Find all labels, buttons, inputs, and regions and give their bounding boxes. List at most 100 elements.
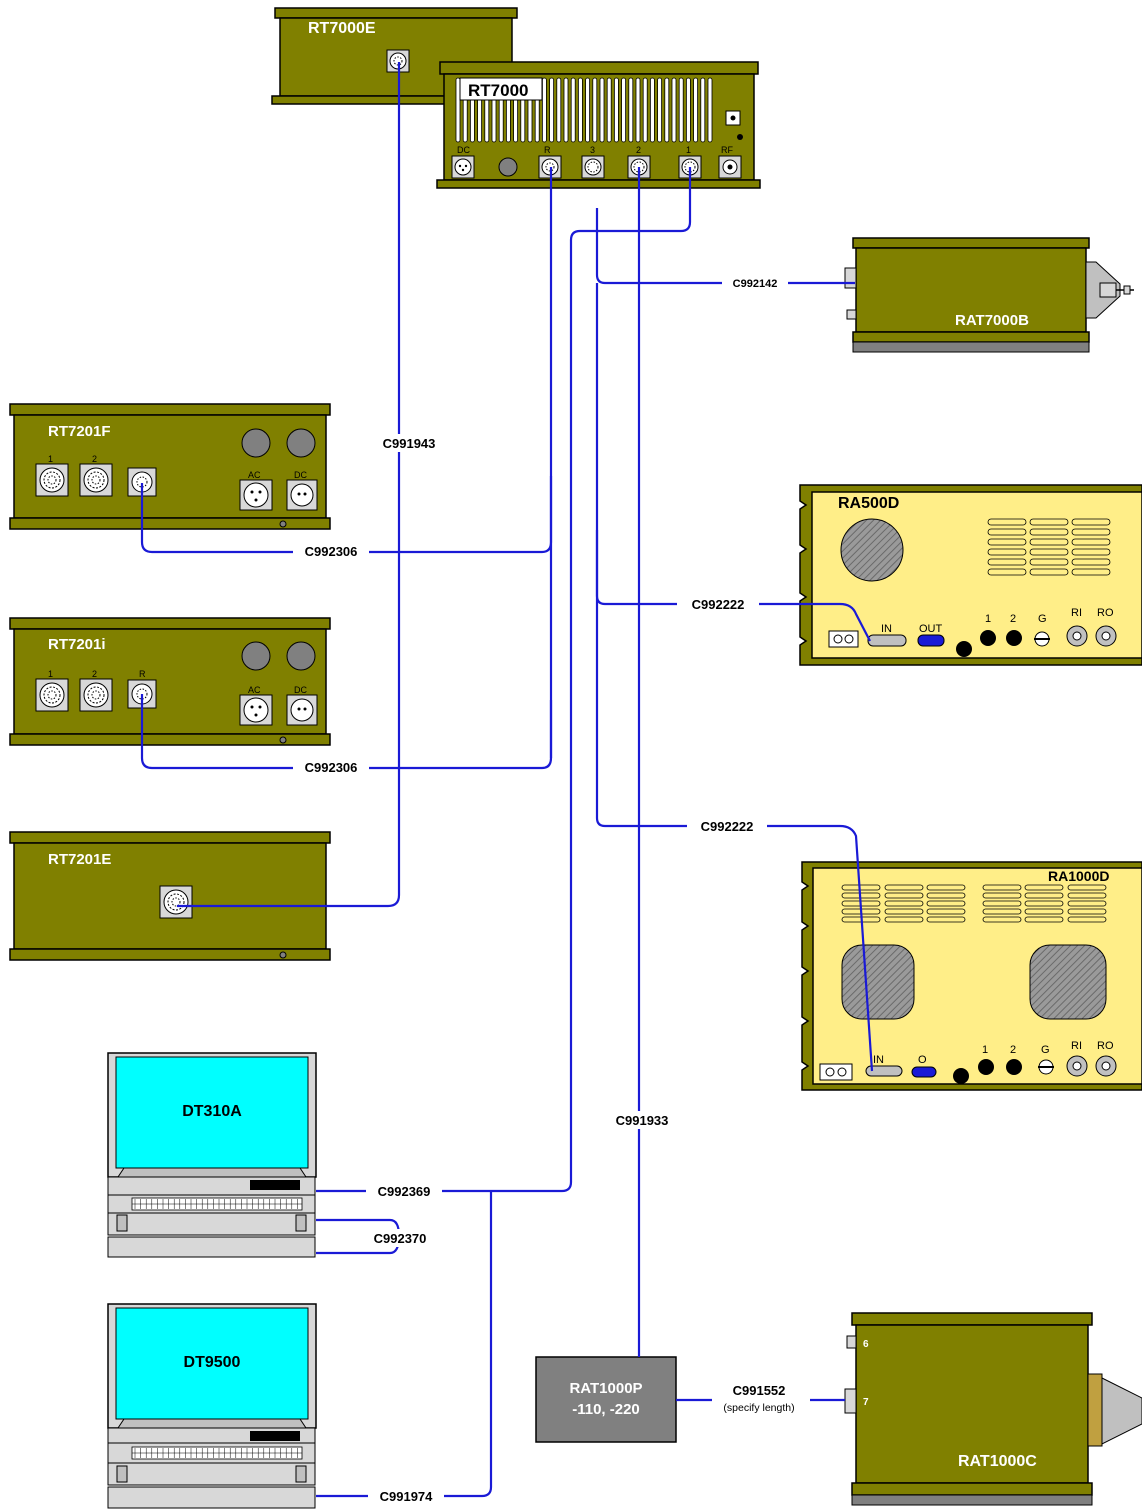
cable-c991943[interactable] [177,62,401,908]
vent-slot [542,77,547,143]
rat7000b-port-icon [844,267,857,289]
rt7201f-port-ac-label: AC [248,470,261,480]
ra500d-port-1-label: 1 [985,613,991,625]
rt7000-port-dc-label: DC [457,145,470,155]
rt7201f-dc-connector-icon [286,479,318,511]
rt7201i-dc-connector-icon [286,694,318,726]
rt7201i-unit: RT7201i 1 2 R AC DC [9,617,331,746]
cable-label-c991552-note: (specify length) [723,1402,794,1414]
vent-slot [621,77,626,143]
rt7201f-knob-icon [241,428,271,458]
ra500d-in-connector-icon [867,634,907,647]
vent-slot [884,892,924,899]
rt7000-port-rf-label: RF [721,145,733,155]
ra1000d-vent-grille [841,884,1107,923]
vent-slot [1071,528,1111,536]
rat1000c-port-6-icon [846,1335,857,1349]
rat1000p-variants: -110, -220 [572,1401,640,1418]
rt7201i-port1-connector-icon [35,678,69,712]
vent-slot [926,908,966,915]
vent-slot [1067,892,1107,899]
ra1000d-speaker-icon [841,944,915,1020]
cable-label-c991943: C991943 [383,436,436,451]
ra1000d-port-ri-label: RI [1071,1040,1082,1052]
rt7000-port3-connector-icon [581,155,605,179]
rt7000-label: RT7000 [468,81,528,100]
ra500d-jack-icon [980,630,996,646]
vent-slot [1024,900,1064,907]
rt7201e-label: RT7201E [48,851,111,868]
vent-slot [982,916,1022,923]
vent-slot [678,77,684,143]
vent-slot [1029,538,1069,546]
rat7000b-unit: RAT7000B [844,237,1134,353]
vent-slot [657,77,662,143]
ra1000d-port-out-label: O [918,1054,927,1066]
vent-slot [987,548,1027,556]
cable-label-c992222-top: C992222 [692,597,745,612]
cable-c992142[interactable] [595,208,855,285]
ra500d-unit: RA500D IN OUT 1 2 G RI RO [799,484,1142,666]
rt7201f-port-dc-label: DC [294,470,307,480]
ra1000d-in-connector-icon [865,1065,903,1077]
ra500d-ground-icon [1034,631,1050,647]
vent-slot [1071,558,1111,566]
vent-slot [570,77,576,143]
vent-slot [926,916,966,923]
vent-slot [1024,892,1064,899]
cable-label-c991552: C991552 [733,1383,786,1398]
ra500d-terminal-icon [828,630,859,648]
vent-slot [982,908,1022,915]
rt7201i-label: RT7201i [48,636,106,653]
rt7201e-connector-icon [159,885,193,919]
vent-slot [1067,908,1107,915]
rat1000c-label: RAT1000C [958,1453,1037,1470]
cable-label-c992306-top: C992306 [305,544,358,559]
vent-slot [1067,900,1107,907]
ra1000d-port-1-label: 1 [982,1044,988,1056]
rt7201f-knob-icon [286,428,316,458]
cable-label-c992222-bottom: C992222 [701,819,754,834]
vent-slot [926,884,966,891]
cable-label-c991933: C991933 [616,1113,669,1128]
rt7201i-port-ac-label: AC [248,685,261,695]
ra1000d-port-g-label: G [1041,1044,1050,1056]
rt7201i-port2-connector-icon [79,678,113,712]
vent-slot [686,77,691,143]
rt7201i-port-1-label: 1 [48,669,53,679]
vent-slot [884,908,924,915]
rt7201e-unit: RT7201E [9,831,331,961]
vent-slot [1071,548,1111,556]
vent-slot [987,568,1027,576]
dt9500-screen [115,1307,309,1420]
vent-slot [592,77,598,143]
vent-slot [563,77,569,143]
cable-c991974[interactable] [316,1191,493,1498]
rt7000-led-icon [737,134,743,140]
rat1000c-port-7-label: 7 [863,1397,869,1408]
vent-slot [1024,884,1064,891]
vent-slot [1029,558,1069,566]
cable-c992369[interactable] [316,167,692,1193]
rt7201i-port-dc-label: DC [294,685,307,695]
ra500d-label: RA500D [838,495,899,512]
vent-slot [841,884,881,891]
vent-slot [642,77,648,143]
rt7000-port-3-label: 3 [590,145,595,155]
ra1000d-out-connector-icon [911,1066,937,1078]
ra1000d-jack-icon [1006,1059,1022,1075]
rt7000e-connector-icon [386,49,410,73]
rt7201i-port-r-label: R [139,669,146,679]
rat1000p-label: RAT1000P [569,1380,642,1397]
vent-slot [606,77,612,143]
ra500d-vent-grille [987,518,1111,576]
vent-slot [700,77,706,143]
vent-slot [1029,528,1069,536]
rt7201f-r-connector-icon [127,467,157,497]
rt7000-port-1-label: 1 [686,145,691,155]
ra500d-port-in-label: IN [881,623,892,635]
ra1000d-terminal-icon [819,1063,853,1081]
vent-slot [1029,568,1069,576]
vent-slot [585,77,590,143]
